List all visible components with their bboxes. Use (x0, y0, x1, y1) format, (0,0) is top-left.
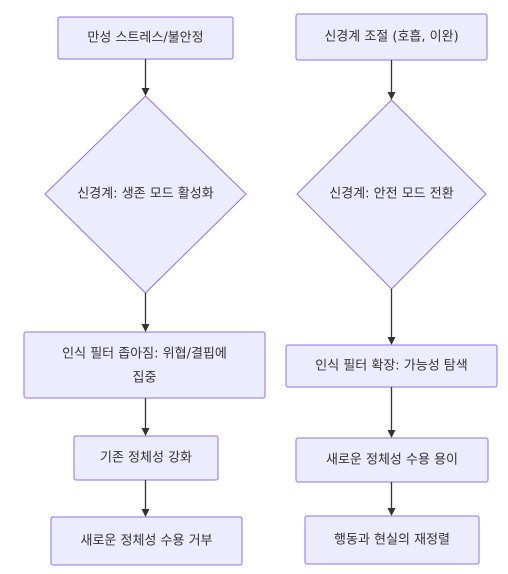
edge-left-3 (141, 398, 150, 436)
decision-survival-mode-label: 신경계: 생존 모드 활성화 (77, 187, 213, 202)
decision-safe-mode-label: 신경계: 안전 모드 전환 (329, 187, 453, 202)
node-identity-reject: 새로운 정체성 수용 거부 (50, 516, 243, 566)
node-chronic-stress: 만성 스트레스/불안정 (57, 16, 234, 60)
node-realignment: 행동과 현실의 재정렬 (304, 515, 480, 565)
node-perception-narrow: 인식 필터 좁아짐: 위협/결핍에 집중 (23, 331, 266, 399)
node-nervous-regulation-label: 신경계 조절 (호흡, 이완) (324, 30, 458, 45)
node-identity-accept: 새로운 정체성 수용 용이 (295, 437, 489, 483)
decision-safe-mode: 신경계: 안전 모드 전환 (296, 99, 487, 290)
edge-left-2 (141, 293, 150, 332)
node-identity-accept-label: 새로운 정체성 수용 용이 (326, 453, 458, 468)
edge-right-1 (387, 60, 396, 100)
node-identity-reinforce: 기존 정체성 강화 (73, 435, 219, 481)
node-perception-narrow-label-line1: 인식 필터 좁아짐: 위협/결핍에 (62, 347, 227, 362)
edge-right-3 (387, 387, 396, 438)
node-perception-expand-label: 인식 필터 확장: 가능성 탐색 (315, 359, 467, 374)
node-perception-expand: 인식 필터 확장: 가능성 탐색 (285, 344, 498, 388)
edge-left-1 (141, 59, 150, 96)
node-nervous-regulation: 신경계 조절 (호흡, 이완) (295, 13, 488, 61)
edge-right-2 (387, 289, 396, 345)
decision-survival-mode: 신경계: 생존 모드 활성화 (44, 95, 247, 294)
node-realignment-label: 행동과 현실의 재정렬 (334, 532, 450, 548)
node-perception-narrow-label-line2: 집중 (133, 371, 157, 386)
edge-left-4 (141, 480, 150, 517)
right-flow: 신경계 조절 (호흡, 이완) 신경계: 안전 모드 전환 인식 필터 확장: … (285, 13, 498, 565)
left-flow: 만성 스트레스/불안정 신경계: 생존 모드 활성화 인식 필터 좁아짐: 위협… (23, 16, 266, 566)
node-identity-reinforce-label: 기존 정체성 강화 (100, 451, 192, 466)
node-identity-reject-label: 새로운 정체성 수용 거부 (81, 534, 213, 549)
edge-right-4 (387, 482, 396, 516)
node-chronic-stress-label: 만성 스트레스/불안정 (87, 31, 203, 46)
